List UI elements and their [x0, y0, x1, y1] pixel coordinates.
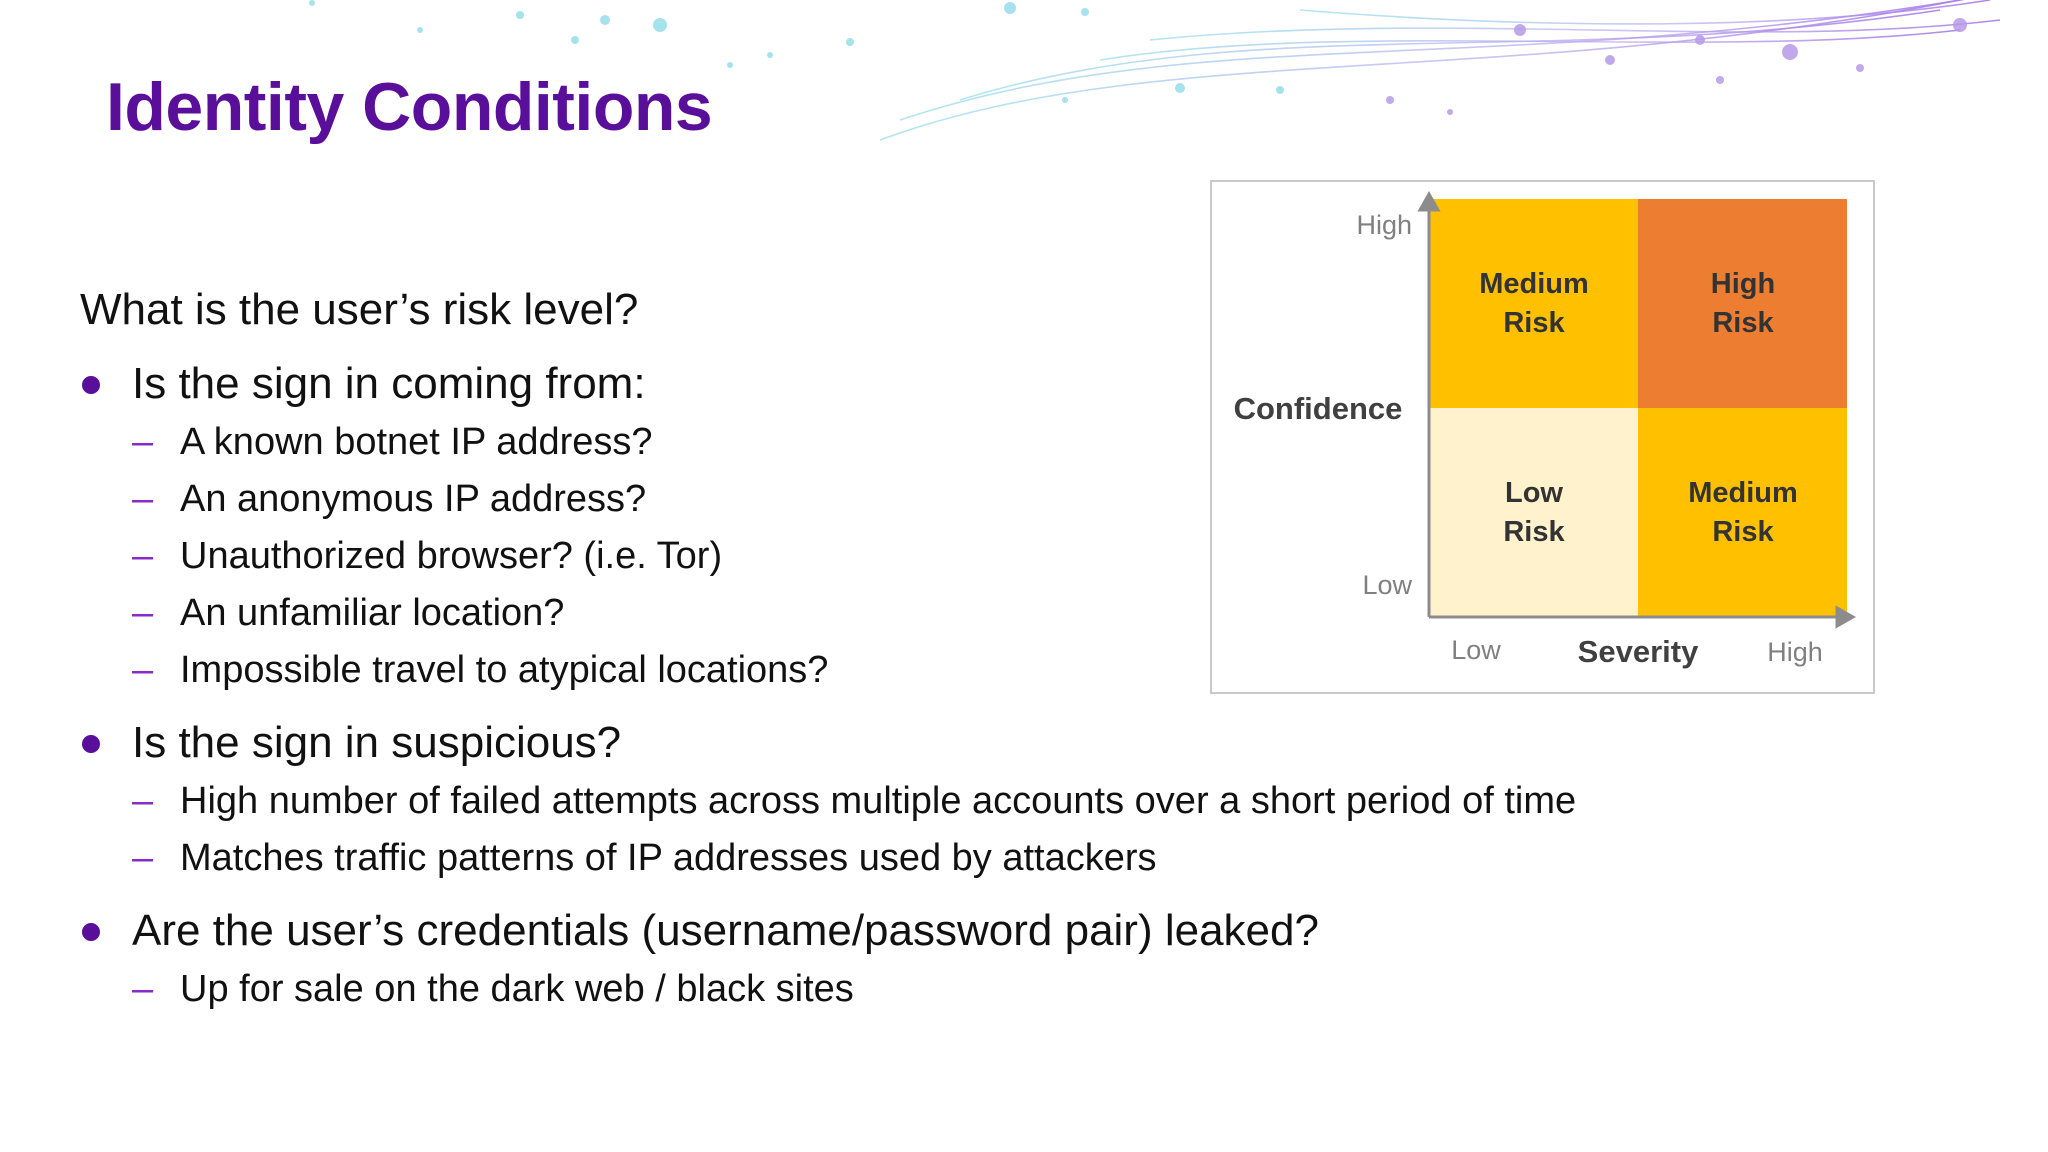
slide-title: Identity Conditions: [106, 69, 713, 145]
dash-icon: –: [132, 780, 154, 822]
x-axis-low-label: Low: [1451, 635, 1501, 665]
cell-bottom-right: [1638, 408, 1847, 617]
slide-body: What is the user’s risk level? Is the si…: [80, 280, 1840, 1018]
cell-top-right: [1638, 199, 1847, 408]
bullet-sign-in-suspicious: Is the sign in suspicious?: [80, 713, 1840, 773]
cell-bottom-left-line1: Low: [1505, 477, 1563, 509]
bullet-dot-icon: [82, 735, 100, 753]
bullet-sign-in-source: Is the sign in coming from:: [80, 354, 1840, 414]
list-item: –A known botnet IP address?: [132, 414, 1840, 471]
list-item: –An unfamiliar location?: [132, 585, 1840, 642]
dash-icon: –: [132, 421, 154, 463]
bullet-text: Are the user’s credentials (username/pas…: [132, 906, 1319, 955]
cell-top-left-line1: Medium: [1479, 268, 1589, 300]
cell-top-left: [1429, 199, 1638, 408]
sub-list-sign-in-source: –A known botnet IP address? –An anonymou…: [132, 414, 1840, 699]
list-item: –High number of failed attempts across m…: [132, 773, 1840, 830]
cell-top-right-line1: High: [1711, 268, 1775, 300]
list-item: –Impossible travel to atypical locations…: [132, 642, 1840, 699]
dash-icon: –: [132, 649, 154, 691]
dash-icon: –: [132, 535, 154, 577]
question-heading: What is the user’s risk level?: [80, 285, 639, 334]
bullet-dot-icon: [82, 923, 100, 941]
cell-bottom-right-line1: Medium: [1688, 477, 1798, 509]
y-axis-low-label: Low: [1362, 570, 1412, 600]
list-item: –Matches traffic patterns of IP addresse…: [132, 830, 1840, 887]
list-item: –Up for sale on the dark web / black sit…: [132, 961, 1840, 1018]
y-axis-high-label: High: [1356, 210, 1412, 240]
bullet-dot-icon: [82, 376, 100, 394]
cell-bottom-left: [1429, 408, 1638, 617]
decorative-swirl-graphic: [309, 0, 2001, 141]
list-item: –Unauthorized browser? (i.e. Tor): [132, 528, 1840, 585]
y-axis-title: Confidence: [1234, 391, 1403, 426]
dash-icon: –: [132, 968, 154, 1010]
y-axis-arrow-icon: [1417, 190, 1441, 212]
x-axis-high-label: High: [1767, 637, 1823, 667]
dash-icon: –: [132, 478, 154, 520]
x-axis-arrow-icon: [1835, 605, 1857, 629]
list-item: –An anonymous IP address?: [132, 471, 1840, 528]
sub-list-sign-in-suspicious: –High number of failed attempts across m…: [132, 773, 1840, 887]
dash-icon: –: [132, 592, 154, 634]
sub-list-credentials-leaked: –Up for sale on the dark web / black sit…: [132, 961, 1840, 1018]
dash-icon: –: [132, 837, 154, 879]
cell-top-right-line2: Risk: [1712, 307, 1774, 339]
bullet-text: Is the sign in suspicious?: [132, 718, 622, 767]
x-axis-title: Severity: [1578, 634, 1699, 669]
risk-matrix-diagram: Medium Risk High Risk Low Risk Medium Ri…: [1210, 180, 1875, 694]
cell-bottom-right-line2: Risk: [1712, 516, 1774, 548]
bullet-text: Is the sign in coming from:: [132, 359, 646, 408]
bullet-credentials-leaked: Are the user’s credentials (username/pas…: [80, 901, 1840, 961]
cell-top-left-line2: Risk: [1503, 307, 1565, 339]
cell-bottom-left-line2: Risk: [1503, 516, 1565, 548]
